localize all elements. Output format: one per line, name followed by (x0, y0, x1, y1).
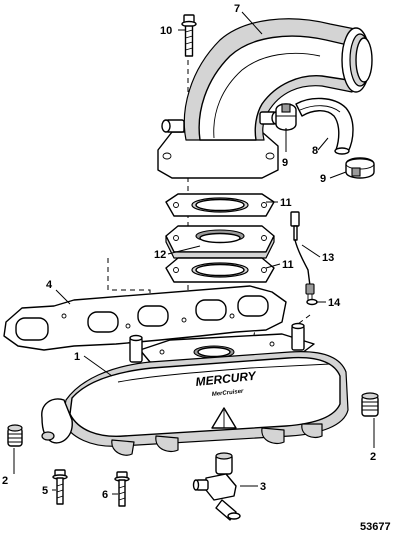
callout-10: 10 (160, 25, 172, 37)
callout-12: 12 (154, 249, 166, 261)
drain-plug-left (7, 424, 23, 447)
callout-14: 14 (328, 297, 341, 309)
callout-5: 5 (42, 485, 48, 497)
hose-clamp-top (275, 103, 297, 131)
exhaust-manifold: MERCURY MerCruiser (41, 322, 349, 456)
temperature-sender (290, 211, 315, 300)
callout-6: 6 (102, 489, 108, 501)
figure-number: 53677 (360, 521, 391, 533)
callout-1: 1 (74, 351, 80, 363)
drain-plug-right (361, 392, 379, 417)
callout-13: 13 (322, 252, 334, 264)
callout-11-bottom: 11 (282, 259, 294, 271)
gasket-lower (165, 257, 275, 283)
callout-8: 8 (312, 145, 318, 157)
hose-clamp-loose (345, 157, 375, 179)
mercury-logo-text: MERCURY (195, 369, 258, 389)
leader-lines (13, 11, 375, 495)
callout-3: 3 (260, 481, 266, 493)
callout-2-right: 2 (370, 451, 376, 463)
drain-fitting (192, 452, 241, 521)
callout-9-top: 9 (282, 157, 288, 169)
callout-labels: 10 7 8 9 9 11 12 13 11 4 14 1 2 2 3 5 6 (2, 3, 376, 501)
callout-11-top: 11 (280, 197, 292, 209)
callout-9-bottom: 9 (320, 173, 326, 185)
spacer-plate (165, 225, 275, 259)
exhaust-elbow (157, 18, 373, 179)
mercruiser-logo-text: MerCruiser (212, 389, 245, 398)
gasket-upper (165, 193, 275, 217)
bolt-right (114, 471, 130, 507)
bolt-left (52, 469, 68, 505)
manifold-gasket (3, 285, 287, 351)
water-hose (295, 97, 354, 155)
callout-7: 7 (234, 3, 240, 15)
washer (306, 298, 318, 306)
callout-2-left: 2 (2, 475, 8, 487)
bolt-top (181, 14, 197, 57)
callout-4: 4 (46, 279, 53, 291)
